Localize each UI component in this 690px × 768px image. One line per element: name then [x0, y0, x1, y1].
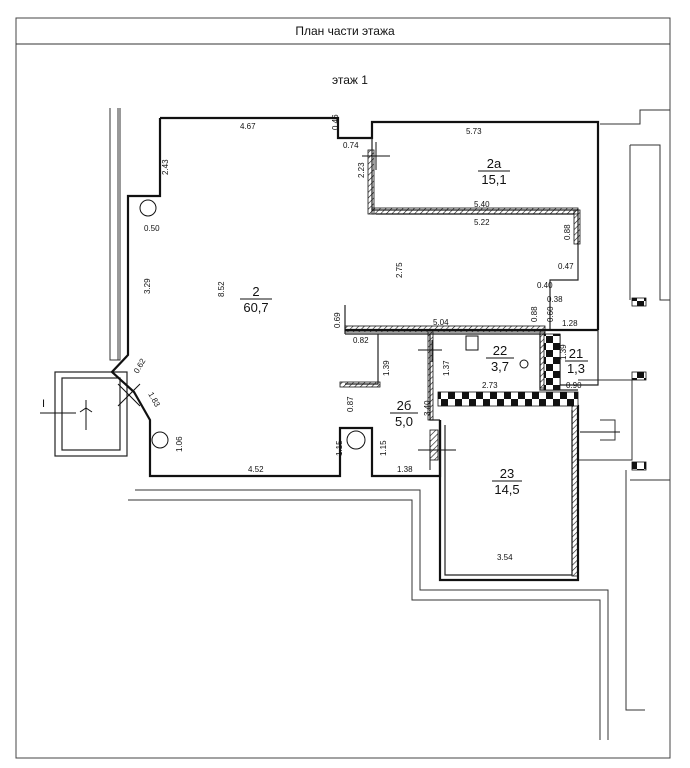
room-2-area: 60,7 — [243, 300, 268, 315]
dim-label: 1.15 — [335, 440, 344, 456]
columns — [139, 199, 529, 450]
room-2b-number: 2б — [397, 398, 412, 413]
dim-label: 3.54 — [497, 553, 513, 562]
dim-label: 0.74 — [343, 141, 359, 150]
room-21-number: 21 — [569, 346, 583, 361]
sheet-frame — [15, 17, 671, 759]
dim-label: 1.39 — [559, 344, 568, 360]
dim-label: 1.38 — [397, 465, 413, 474]
section-mark: I — [42, 398, 45, 410]
dim-label: 0.50 — [144, 224, 160, 233]
dim-label: 8.52 — [217, 281, 226, 297]
dim-label: 5.73 — [466, 127, 482, 136]
plan-title: План части этажа — [295, 24, 395, 38]
dim-label: 2.23 — [357, 162, 366, 178]
dim-label: 2.75 — [395, 262, 404, 278]
hatched-walls — [339, 149, 581, 577]
dim-label: 0.40 — [537, 281, 553, 290]
dim-label: 0.82 — [353, 336, 369, 345]
dim-label: 0.87 — [346, 396, 355, 412]
room-22-number: 22 — [493, 343, 507, 358]
dim-label: 1.15 — [379, 440, 388, 456]
dim-label: 1.39 — [382, 360, 391, 376]
floor-label: этаж 1 — [332, 73, 368, 87]
surrounding-outline — [109, 108, 670, 740]
dim-label: 3.29 — [143, 278, 152, 294]
dim-label: 0.90 — [566, 381, 582, 390]
dim-label: 2.73 — [482, 381, 498, 390]
room-21-area: 1,3 — [567, 361, 585, 376]
room-2b-area: 5,0 — [395, 414, 413, 429]
dim-label: 4.67 — [240, 122, 256, 131]
room-23-number: 23 — [500, 466, 514, 481]
checkered-walls — [437, 333, 579, 407]
dim-label: 0.47 — [558, 262, 574, 271]
door-marks — [117, 142, 620, 470]
entrance-vestibule: I — [40, 371, 128, 457]
dim-label: 1.28 — [562, 319, 578, 328]
dim-label: 3.40 — [423, 400, 432, 416]
dim-label: 1.06 — [175, 436, 184, 452]
dim-label: 1.37 — [442, 360, 451, 376]
dim-label: 5.04 — [433, 318, 449, 327]
dim-label: 2.43 — [161, 159, 170, 175]
room-23-area: 14,5 — [494, 482, 519, 497]
room-2a-number: 2а — [487, 156, 502, 171]
dim-label: 0.60 — [546, 306, 555, 322]
room-labels: 2 60,7 2а 15,1 22 3,7 21 1,3 2б 5,0 23 1… — [240, 156, 588, 497]
dim-label: 5.40 — [474, 200, 490, 209]
dim-label: 0.69 — [333, 312, 342, 328]
room-2a-area: 15,1 — [481, 172, 506, 187]
room-2-number: 2 — [252, 284, 259, 299]
room-22-area: 3,7 — [491, 359, 509, 374]
dim-label: 0.46 — [331, 114, 340, 130]
dim-label: 0.38 — [547, 295, 563, 304]
dim-label: 0.88 — [563, 224, 572, 240]
dim-label: 5.22 — [474, 218, 490, 227]
dim-label: 4.52 — [248, 465, 264, 474]
dim-label: 0.88 — [530, 306, 539, 322]
